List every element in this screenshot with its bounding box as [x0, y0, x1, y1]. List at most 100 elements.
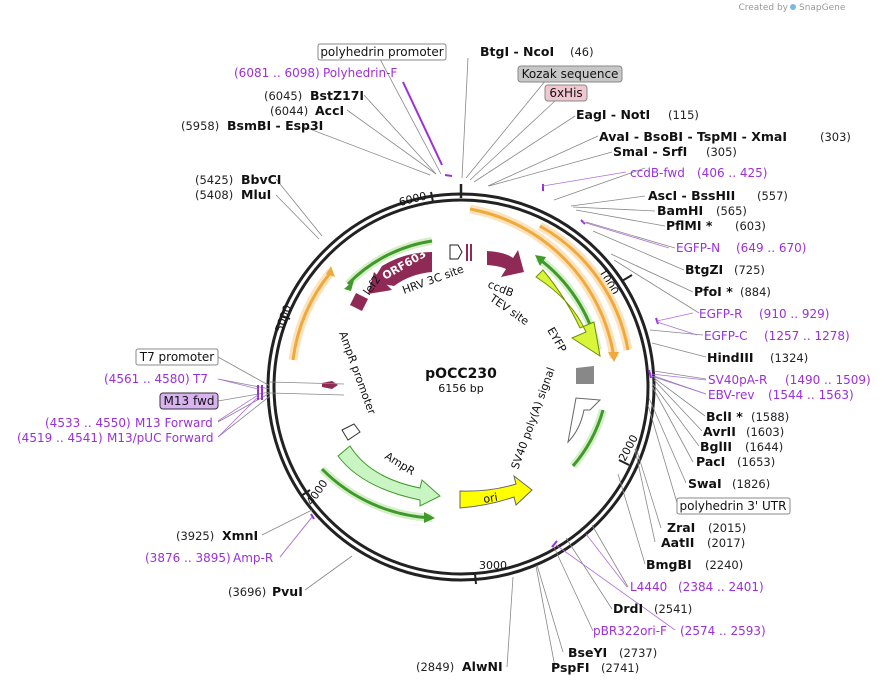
his6-box	[544, 84, 588, 102]
credit-brand: SnapGene	[799, 3, 846, 13]
pfoi-label: PfoI *	[694, 284, 733, 299]
bcli-pos: (1588)	[751, 410, 789, 424]
bstz17i-label: BstZ17I	[310, 88, 364, 103]
primer-leaders	[217, 171, 707, 631]
pspfi-pos: (2741)	[601, 661, 639, 675]
xmni-pos: (3925)	[176, 529, 214, 543]
sv40-green-arc	[569, 408, 607, 469]
m13puc-pos: (4519 .. 4541)	[17, 431, 103, 445]
bamhi-label: BamHI	[657, 203, 703, 218]
plasmid-name: pOCC230	[425, 366, 497, 382]
acci-label: AccI	[315, 103, 344, 118]
drdi-label: DrdI	[613, 601, 643, 616]
tick-5000: 5000	[273, 303, 295, 334]
orange-feature-arc-outer	[537, 222, 633, 351]
m13puc-label: M13/pUC Forward	[107, 431, 214, 445]
ori-feature: ori	[459, 474, 533, 509]
pflmi-pos: (603)	[735, 219, 766, 233]
aatii-label: AatII	[661, 535, 694, 550]
btgzi-label: BtgZI	[685, 262, 723, 277]
ebv-rev-label: EBV-rev	[708, 388, 754, 402]
t7-promoter-label: T7 promoter	[139, 350, 215, 364]
swai-pos: (1826)	[732, 477, 770, 491]
t7-promoter-box	[135, 348, 219, 366]
mlui-pos: (5408)	[195, 188, 233, 202]
paci-pos: (1653)	[737, 455, 775, 469]
polyhedrin-promoter-arc	[288, 266, 335, 361]
bsmbi-esp3i-pos: (5958)	[181, 119, 219, 133]
sv40pa-r-label: SV40pA-R	[708, 373, 767, 387]
mlui-label: MluI	[241, 187, 271, 202]
pfoi-pos: (884)	[740, 285, 771, 299]
egfp-n-pos: (649 .. 670)	[736, 241, 806, 255]
bcli-label: BclI *	[706, 409, 743, 424]
egfp-c-label: EGFP-C	[704, 329, 747, 343]
pspfi-label: PspFI	[551, 660, 590, 675]
bsmbi-esp3i-label: BsmBI - Esp3I	[227, 118, 323, 133]
ccdb-feature: ccdB TEV site	[486, 250, 531, 328]
avai-group-pos: (303)	[820, 130, 851, 144]
egfp-c-pos: (1257 .. 1278)	[764, 329, 850, 343]
eagi-noti-label: EagI - NotI	[576, 107, 650, 122]
credit-text: Created by	[738, 3, 788, 13]
avrii-pos: (1603)	[746, 425, 784, 439]
aatii-pos: (2017)	[707, 536, 745, 550]
bseyi-label: BseYI	[568, 645, 607, 660]
pbr322ori-f-pos: (2574 .. 2593)	[680, 624, 766, 638]
sv40-polya-label: SV40 poly(A) signal	[509, 366, 558, 471]
ampr-label: AmpR	[382, 450, 417, 479]
polyhedrin-promoter-label: polyhedrin promoter	[320, 45, 443, 59]
t7-label: T7	[192, 372, 208, 386]
zrai-pos: (2015)	[708, 521, 746, 535]
bmgbi-pos: (2240)	[705, 558, 743, 572]
smai-srfi-label: SmaI - SrfI	[613, 144, 687, 159]
pbr322ori-f-label: pBR322ori-F	[593, 624, 667, 638]
avrii-label: AvrII	[703, 424, 736, 439]
egfp-r-pos: (910 .. 929)	[759, 307, 829, 321]
hrv3c-site-marks	[449, 244, 472, 261]
xmni-label: XmnI	[222, 528, 258, 543]
asci-bsshii-pos: (557)	[757, 189, 788, 203]
btgi-ncoi-pos: (46)	[570, 45, 594, 59]
polyhedrin-promoter-box	[317, 43, 447, 61]
m13-fwd-box	[159, 392, 219, 410]
pvui-label: PvuI	[272, 584, 303, 599]
bseyi-pos: (2737)	[619, 646, 657, 660]
bamhi-pos: (565)	[716, 204, 747, 218]
btgzi-pos: (725)	[734, 263, 765, 277]
zrai-label: ZraI	[667, 520, 695, 535]
pvui-pos: (3696)	[228, 585, 266, 599]
t7-pos: (4561 .. 4580)	[104, 372, 190, 386]
ampr-promoter-feature: AmpR promoter	[336, 330, 378, 441]
alwni-label: AlwNI	[462, 659, 503, 674]
asci-bsshii-label: AscI - BssHII	[648, 188, 735, 203]
bbvci-label: BbvCI	[241, 172, 281, 187]
bmgbi-label: BmgBI	[646, 557, 692, 572]
ampr-green-arc	[319, 466, 435, 523]
bbvci-pos: (5425)	[195, 173, 233, 187]
eagi-noti-pos: (115)	[668, 108, 699, 122]
kozak-box	[517, 65, 623, 83]
kozak-label: Kozak sequence	[522, 67, 619, 81]
tick-3000: 3000	[479, 559, 507, 572]
eyfp-label: EYFP	[544, 325, 569, 355]
hindiii-label: HindIII	[707, 350, 754, 365]
lef2-green-arc	[344, 237, 433, 291]
acci-pos: (6044)	[270, 104, 308, 118]
btgi-ncoi-label: BtgI - NcoI	[480, 44, 554, 59]
bglii-label: BglII	[700, 439, 732, 454]
snapgene-logo-icon	[790, 4, 796, 10]
ebv-rev-pos: (1544 .. 1563)	[768, 388, 854, 402]
egfp-r-label: EGFP-R	[699, 307, 742, 321]
swai-label: SwaI	[688, 476, 722, 491]
ccdb-fwd-label: ccdB-fwd	[630, 166, 685, 180]
leader-lines	[217, 57, 707, 668]
polyhedrin-utr-label: polyhedrin 3' UTR	[680, 499, 787, 513]
bstz17i-pos: (6045)	[264, 89, 302, 103]
t7-promoter-marker	[322, 381, 338, 389]
orange-feature-arc-inner	[469, 204, 619, 362]
drdi-pos: (2541)	[654, 602, 692, 616]
plasmid-length: 6156 bp	[438, 382, 483, 395]
